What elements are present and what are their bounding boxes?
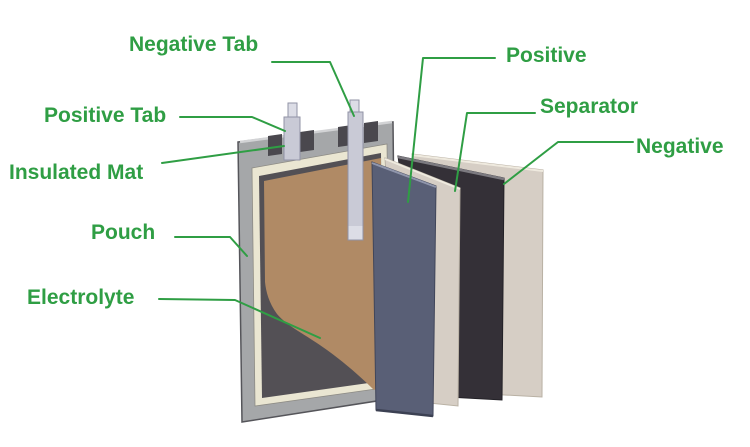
label-negative-tab: Negative Tab [129,33,259,56]
separator-sheet-top-edge [384,158,461,190]
electrolyte-leader-line [158,298,321,339]
positive-sheet [371,161,437,417]
label-pouch: Pouch [91,221,156,244]
separator-back-sheet-top-edge [411,154,544,172]
label-positive-tab: Positive Tab [44,104,167,127]
label-electrolyte: Electrolyte [27,286,135,309]
insulated-mat-4 [364,121,378,143]
negative-sheet-top-edge [397,155,505,181]
negative-tab-tip [348,226,363,240]
sheet-stack [371,153,544,418]
label-positive: Positive [506,44,587,67]
leader-lines [158,57,634,339]
insulated-mat-1 [268,134,282,156]
pouch-leader-line [174,236,248,257]
label-negative: Negative [636,135,724,158]
negative-leader-line [503,141,634,185]
positive-sheet-bottom-edge [375,408,434,418]
positive-tab-leader-line [179,116,286,132]
positive-sheet-top-edge [371,162,437,188]
positive-tab-body [283,116,301,161]
tabs-group [283,99,364,241]
insulated-mat-2 [300,130,314,152]
label-insulated-mat: Insulated Mat [9,161,144,184]
negative-tab-leader-line [271,61,355,117]
positive-leader-line [407,57,496,203]
insulated-mat-leader-line [161,145,285,164]
separator-leader-line [454,112,536,192]
negative-tab-body [347,111,364,241]
label-separator: Separator [540,95,639,118]
